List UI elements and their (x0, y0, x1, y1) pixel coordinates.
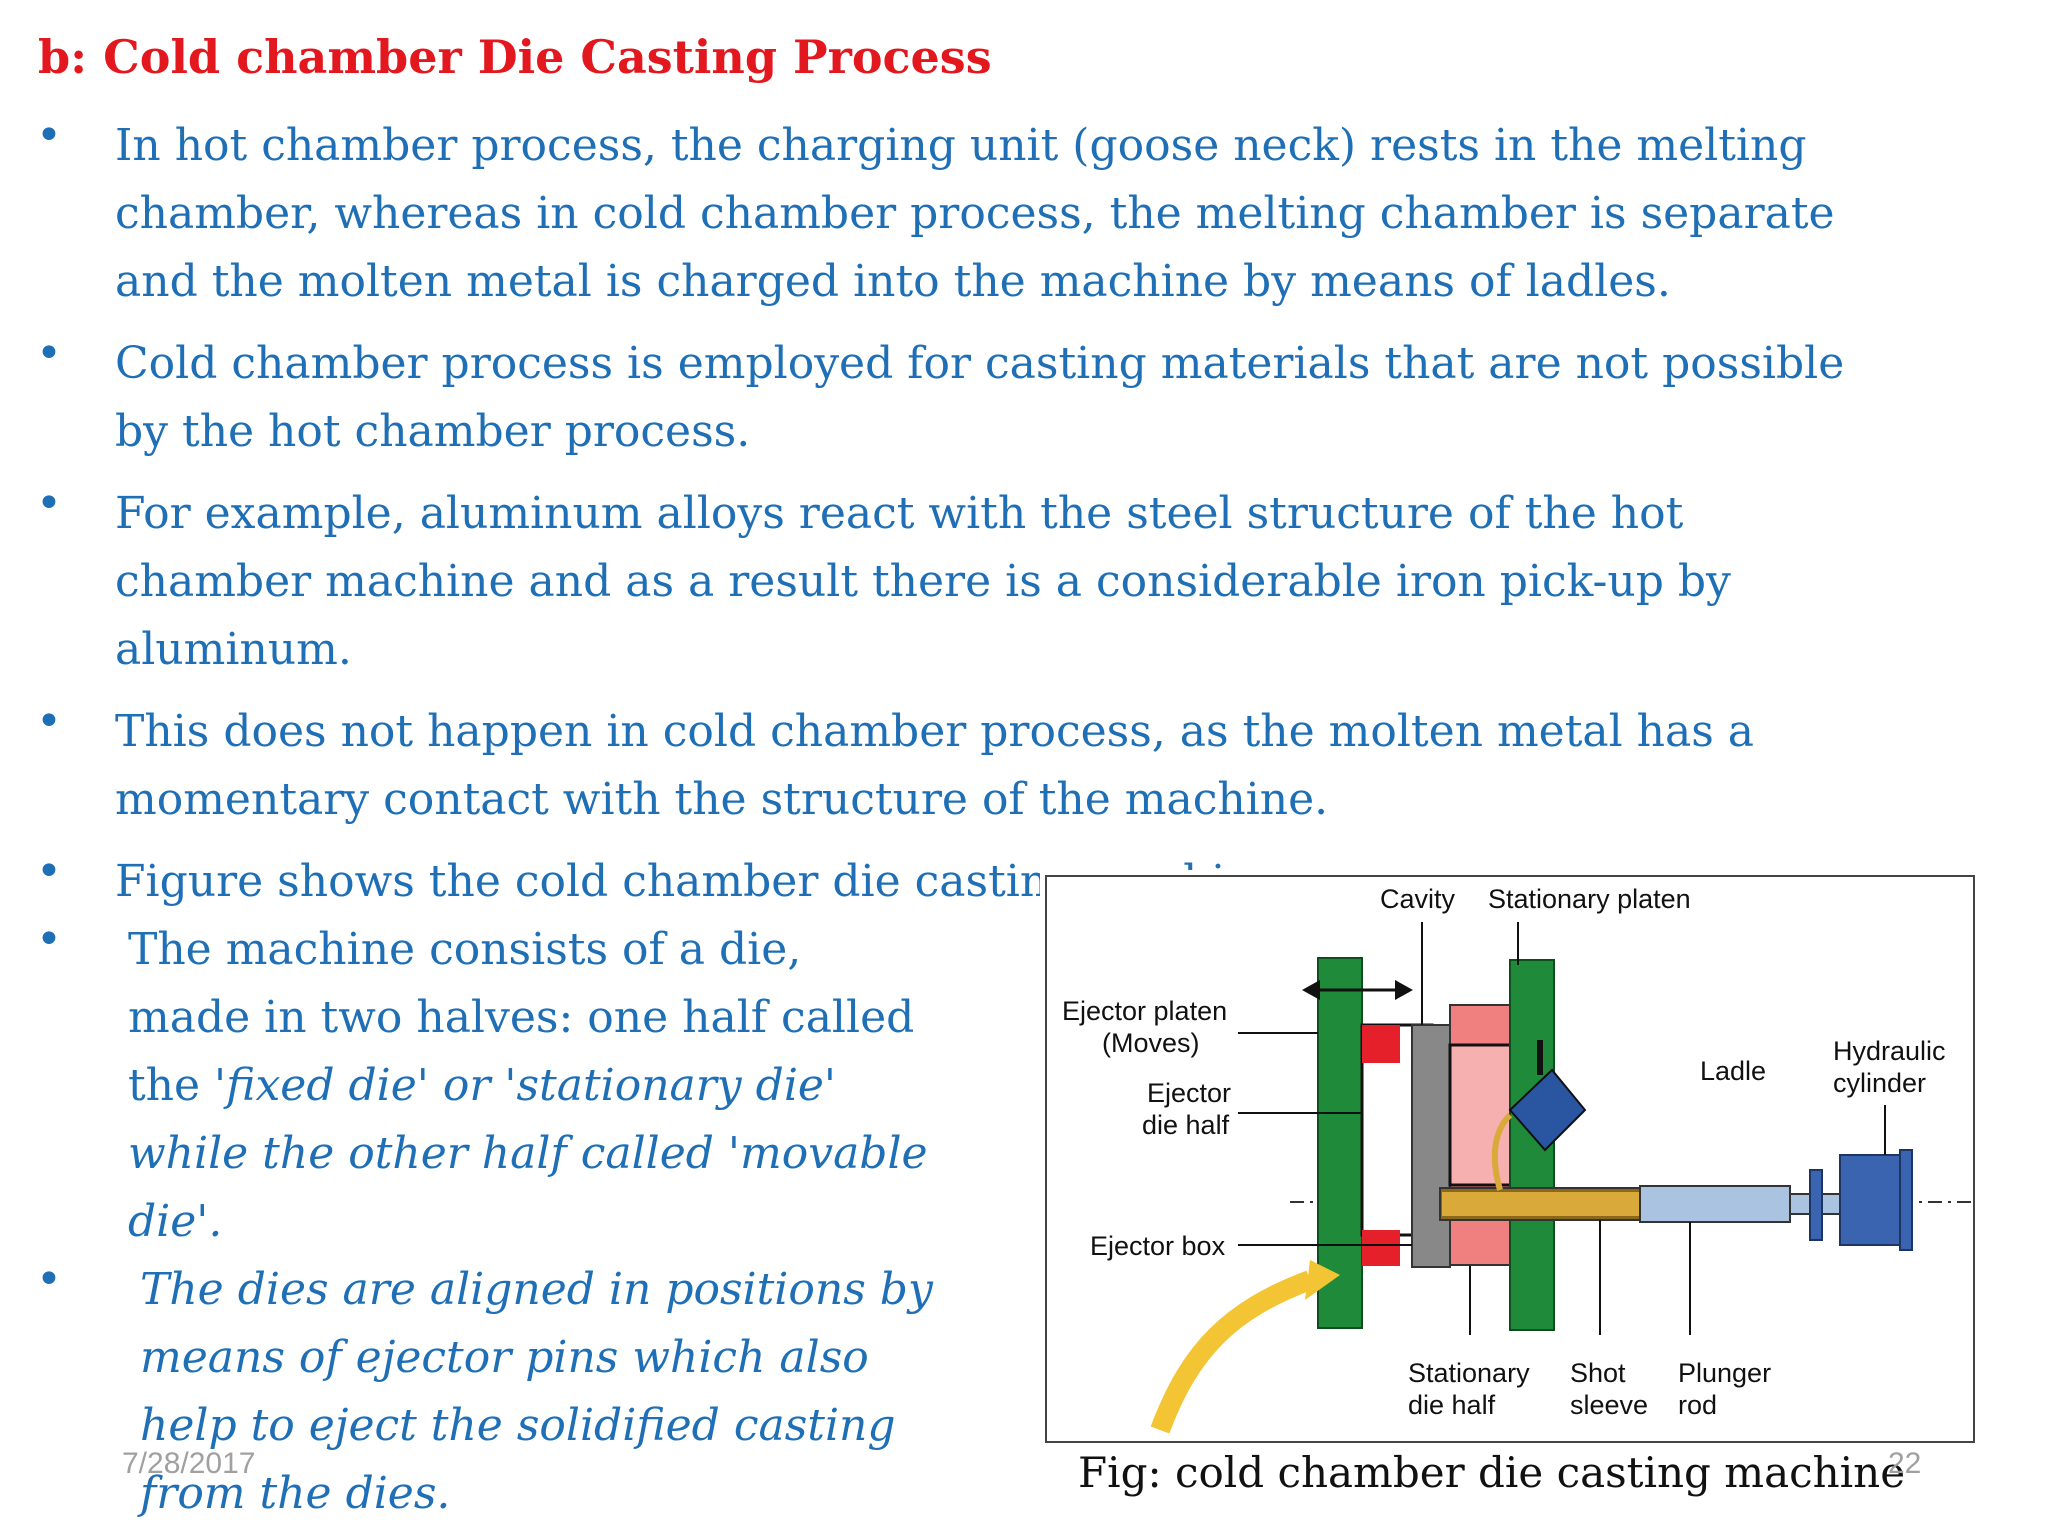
footer-date: 7/28/2017 (122, 1447, 256, 1480)
label-ladle: Ladle (1700, 1056, 1766, 1086)
bullet-6-line-5: die'. (128, 1196, 223, 1247)
molten-metal (1442, 1192, 1642, 1216)
bullet-marker: • (36, 478, 62, 529)
bullet-6-line-3-italic: 'fixed die' or 'stationary die' (214, 1060, 837, 1111)
label-shot: Shot (1570, 1358, 1626, 1388)
bullet-marker: • (36, 1254, 62, 1305)
bullet-2-line-2: by the hot chamber process. (115, 406, 751, 457)
label-hydraulic: Hydraulic (1833, 1036, 1946, 1066)
plunger (1639, 1185, 1791, 1223)
arrow-head-left (1302, 980, 1320, 1000)
bullet-6-line-4: while the other half called 'movable (128, 1128, 928, 1179)
label-ejector-box: Ejector box (1090, 1231, 1226, 1261)
bullet-1-text: In hot chamber process, the charging uni… (115, 112, 1835, 316)
bullet-1-line-3: and the molten metal is charged into the… (115, 256, 1671, 307)
label-rod: rod (1678, 1390, 1717, 1420)
bullet-3-line-3: aluminum. (115, 624, 352, 675)
bullet-2-text: Cold chamber process is employed for cas… (115, 330, 1844, 466)
ejector-die-red-top (1362, 1025, 1400, 1063)
figure-caption: Fig: cold chamber die casting machine (1078, 1448, 1906, 1497)
bullet-4-line-2: momentary contact with the structure of … (115, 774, 1329, 825)
label-stationary-platen: Stationary platen (1488, 884, 1691, 914)
bullet-6-text: The machine consists of a die, made in t… (128, 916, 928, 1256)
hydraulic-cylinder (1839, 1154, 1901, 1246)
bullet-marker: • (36, 846, 62, 897)
label-plunger: Plunger (1678, 1358, 1771, 1388)
bullet-6-line-1: The machine consists of a die, (128, 924, 802, 975)
ejector-die-red-bottom (1362, 1230, 1400, 1266)
ejector-box (1411, 1024, 1451, 1268)
bullet-marker: • (36, 328, 62, 379)
hydraulic-flange (1809, 1169, 1823, 1241)
bullet-marker: • (36, 914, 62, 965)
arrow-head-right (1395, 980, 1413, 1000)
metal-pour (1491, 1112, 1513, 1191)
bullet-6-line-3: the 'fixed die' or 'stationary die' (128, 1052, 928, 1120)
bullet-2-line-1: Cold chamber process is employed for cas… (115, 338, 1845, 389)
ejector-platen (1317, 957, 1363, 1329)
bullet-3-line-2: chamber machine and as a result there is… (115, 556, 1731, 607)
bullet-7-text: The dies are aligned in positions by mea… (140, 1256, 933, 1528)
bullet-6-line-3-plain: the (128, 1060, 215, 1111)
bullet-marker: • (36, 110, 62, 161)
label-cylinder: cylinder (1833, 1068, 1926, 1098)
pointer-arrow-head (1305, 1260, 1340, 1300)
label-ejector-platen-moves: (Moves) (1102, 1028, 1200, 1058)
bullet-7-line-2: means of ejector pins which also (140, 1332, 869, 1383)
bullet-7-line-3: help to eject the solidified casting (140, 1400, 896, 1451)
label-sleeve: sleeve (1570, 1390, 1648, 1420)
bullet-1-line-1: In hot chamber process, the charging uni… (115, 120, 1807, 171)
bullet-7-line-1: The dies are aligned in positions by (140, 1264, 933, 1315)
label-cavity: Cavity (1380, 884, 1456, 914)
machine-diagram: Cavity Stationary platen Ejector platen … (1045, 875, 1975, 1443)
bullet-4-text: This does not happen in cold chamber pro… (115, 698, 1754, 834)
bullet-3-text: For example, aluminum alloys react with … (115, 480, 1731, 684)
label-stationary: Stationary (1408, 1358, 1530, 1388)
bullet-6-line-2: made in two halves: one half called (128, 992, 915, 1043)
label-ejector: Ejector (1147, 1078, 1231, 1108)
bullet-3-line-1: For example, aluminum alloys react with … (115, 488, 1684, 539)
bullet-4-line-1: This does not happen in cold chamber pro… (115, 706, 1755, 757)
bullet-1-line-2: chamber, whereas in cold chamber process… (115, 188, 1835, 239)
pointer-arrow (1150, 1270, 1314, 1434)
hydraulic-cylinder-end (1899, 1149, 1913, 1251)
figure-die-casting-machine: Cavity Stationary platen Ejector platen … (1040, 870, 1980, 1448)
slide-title: b: Cold chamber Die Casting Process (38, 30, 992, 84)
label-ejector-die-half: die half (1142, 1110, 1230, 1140)
label-stationary-die-half: die half (1408, 1390, 1496, 1420)
label-ejector-platen: Ejector platen (1062, 996, 1227, 1026)
ladle (1508, 1068, 1587, 1152)
bullet-7-line-4: from the dies. (140, 1468, 451, 1519)
page-number: 22 (1888, 1447, 1922, 1480)
bullet-marker: • (36, 696, 62, 747)
